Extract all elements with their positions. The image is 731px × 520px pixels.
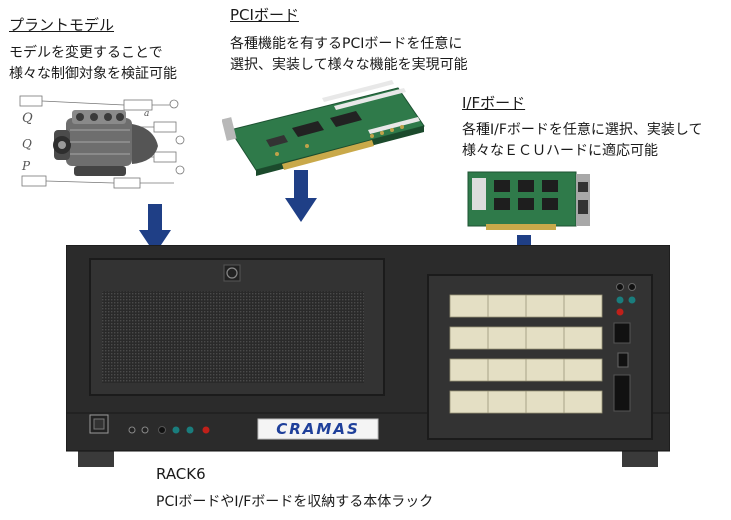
engine-illustration: Q Q P a <box>14 90 194 200</box>
svg-text:Q: Q <box>22 137 32 151</box>
pci-board-desc-line2: 選択、実装して様々な機能を実現可能 <box>230 57 468 73</box>
svg-text:P: P <box>21 159 31 173</box>
if-board-title: I/Fボード <box>462 94 526 112</box>
rack6-desc: PCIボードやI/Fボードを収納する本体ラック <box>156 494 434 510</box>
plant-model-title: プラントモデル <box>9 16 115 34</box>
svg-text:Q: Q <box>22 111 33 126</box>
pci-board-desc-line1: 各種機能を有するPCIボードを任意に <box>230 36 463 52</box>
pci-down-arrow-icon <box>285 170 317 222</box>
if-board-desc-line1: 各種I/Fボードを任意に選択、実装して <box>462 122 703 138</box>
if-board-image <box>462 168 594 234</box>
plant-down-arrow-icon <box>139 204 171 254</box>
plant-model-desc-line2: 様々な制御対象を検証可能 <box>9 66 177 82</box>
pci-board-image <box>222 78 432 178</box>
cramas-logo: CRAMAS <box>276 420 360 438</box>
pci-board-title: PCIボード <box>230 6 299 24</box>
rack6-chassis <box>66 245 670 471</box>
plant-model-desc-line1: モデルを変更することで <box>9 45 163 61</box>
rack6-title: RACK6 <box>156 465 206 483</box>
if-board-desc-line2: 様々なＥＣＵハードに適応可能 <box>462 143 658 159</box>
svg-text:a: a <box>144 109 149 119</box>
